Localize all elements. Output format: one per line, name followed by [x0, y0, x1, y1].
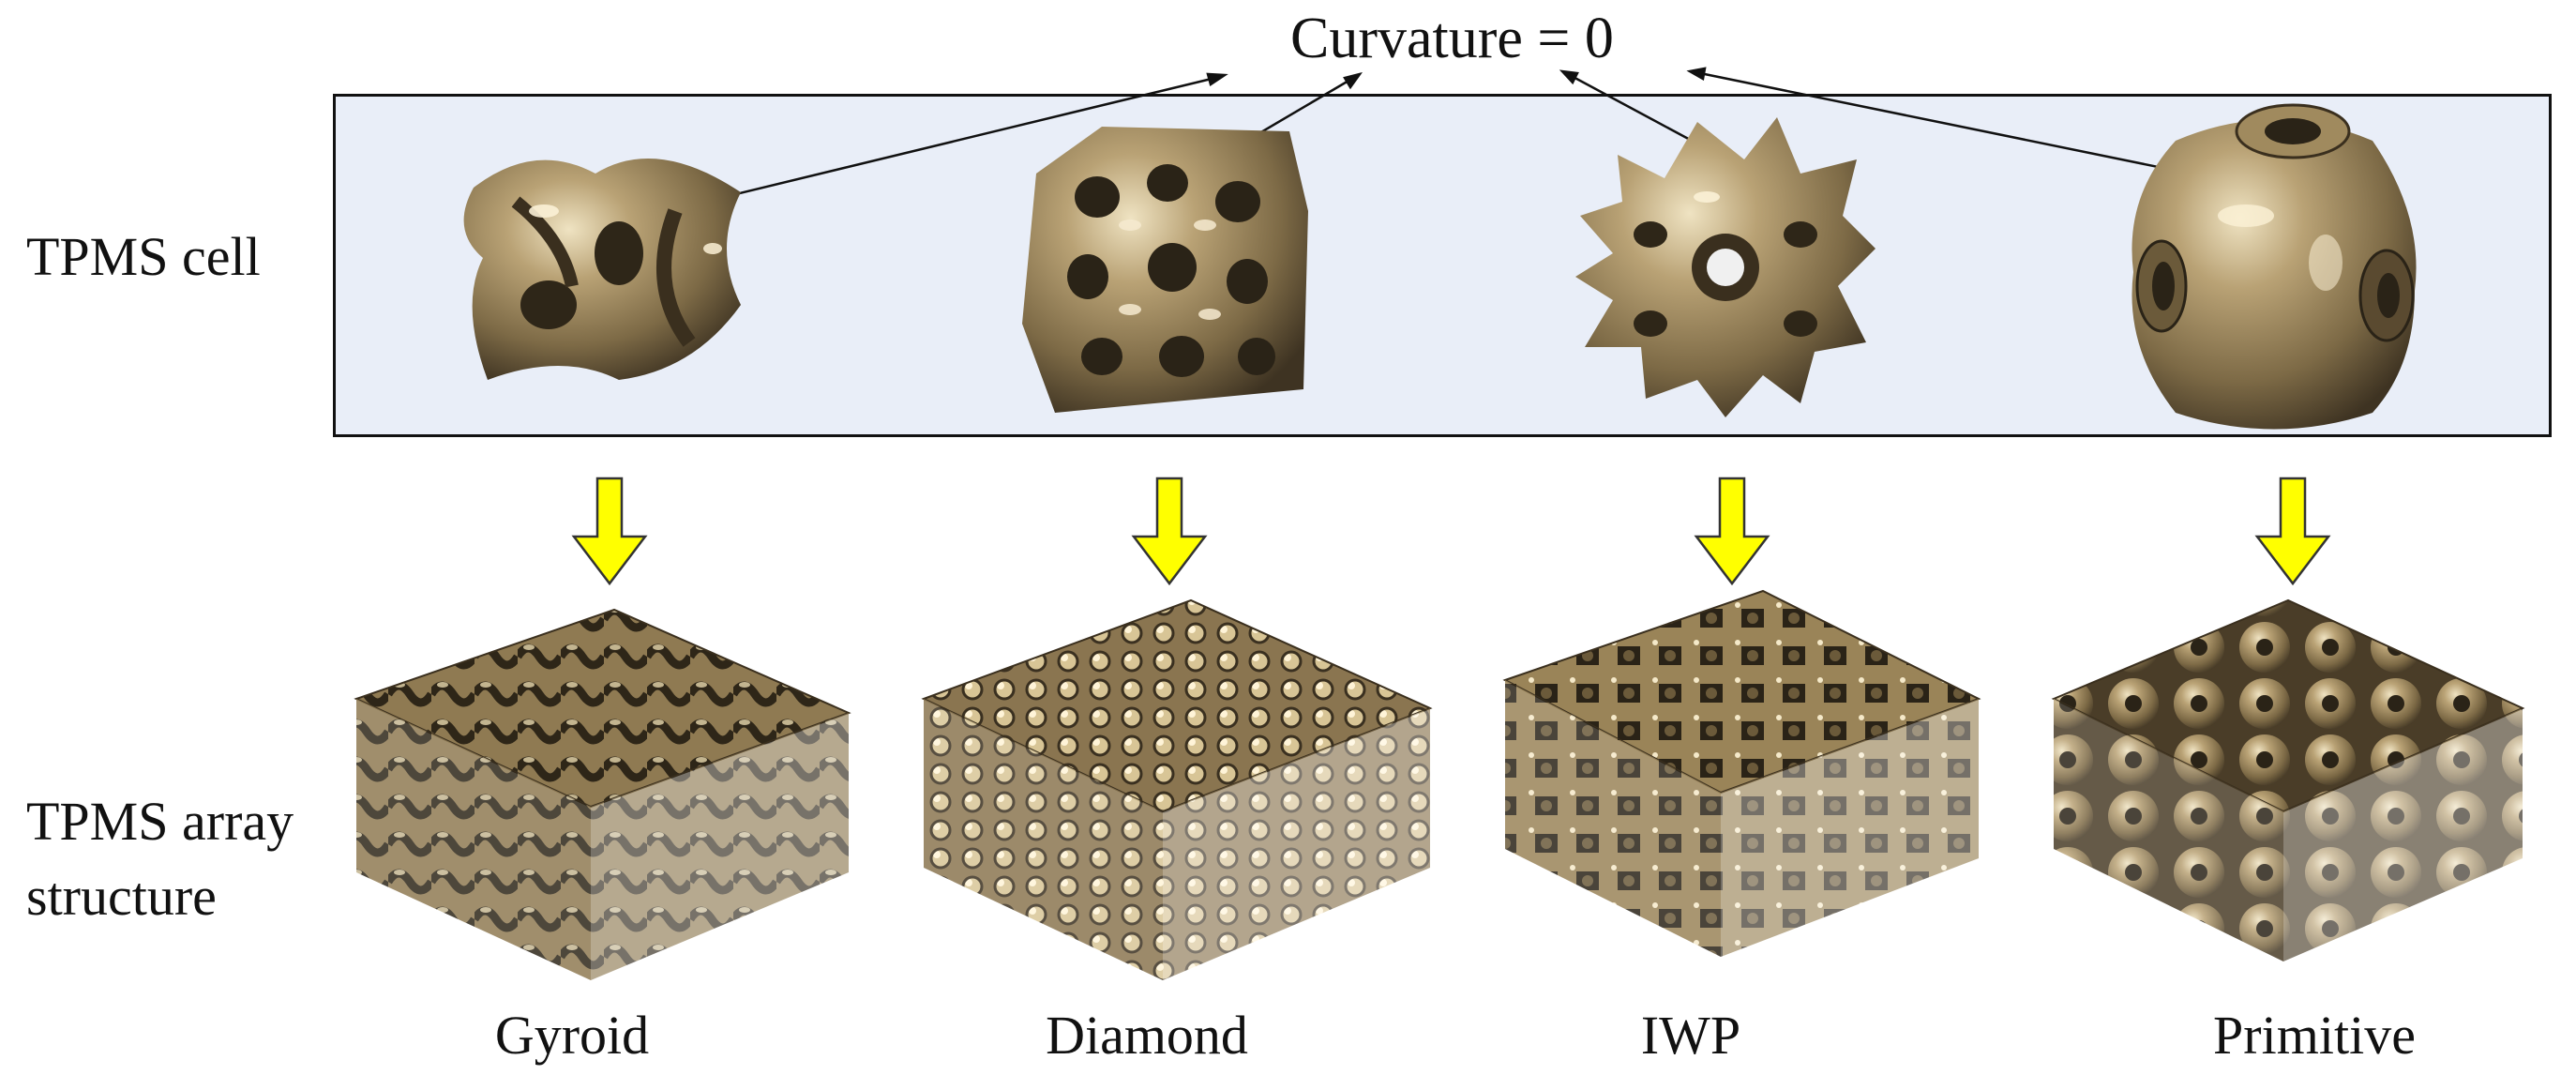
row-label-tpms-array-line2: structure — [26, 866, 217, 927]
down-arrow-primitive — [2254, 477, 2331, 586]
structure-name-diamond: Diamond — [1046, 1005, 1248, 1066]
structure-name-primitive: Primitive — [2213, 1005, 2416, 1066]
diamond-array — [921, 598, 1433, 980]
structure-name-gyroid: Gyroid — [494, 1005, 650, 1066]
pointer-arrowhead-primitive — [1686, 67, 1707, 81]
row-label-tpms-cell: TPMS cell — [26, 226, 261, 287]
pointer-arrowhead-iwp — [1559, 69, 1579, 85]
pointer-line-gyroid — [712, 75, 1220, 202]
down-arrow-iwp — [1694, 477, 1770, 586]
primitive-cell — [2132, 103, 2417, 430]
iwp-array — [1502, 589, 1981, 957]
pointer-arrowhead-gyroid — [1206, 72, 1228, 87]
gyroid-cell — [463, 159, 742, 380]
gyroid-array — [354, 608, 851, 980]
down-arrow-diamond — [1131, 477, 1208, 586]
pointer-line-primitive — [1695, 70, 2214, 180]
pointer-arrowhead-diamond — [1343, 71, 1363, 90]
structure-name-iwp: IWP — [1640, 1005, 1741, 1066]
iwp-cell — [1575, 117, 1876, 417]
diamond-cell — [1022, 127, 1308, 413]
curvature-title: Curvature = 0 — [1290, 7, 1614, 70]
curvature-pointer-lines — [712, 67, 2214, 202]
primitive-array — [2051, 598, 2525, 961]
row-label-tpms-array-line1: TPMS array — [26, 791, 294, 852]
down-arrow-gyroid — [571, 477, 648, 586]
